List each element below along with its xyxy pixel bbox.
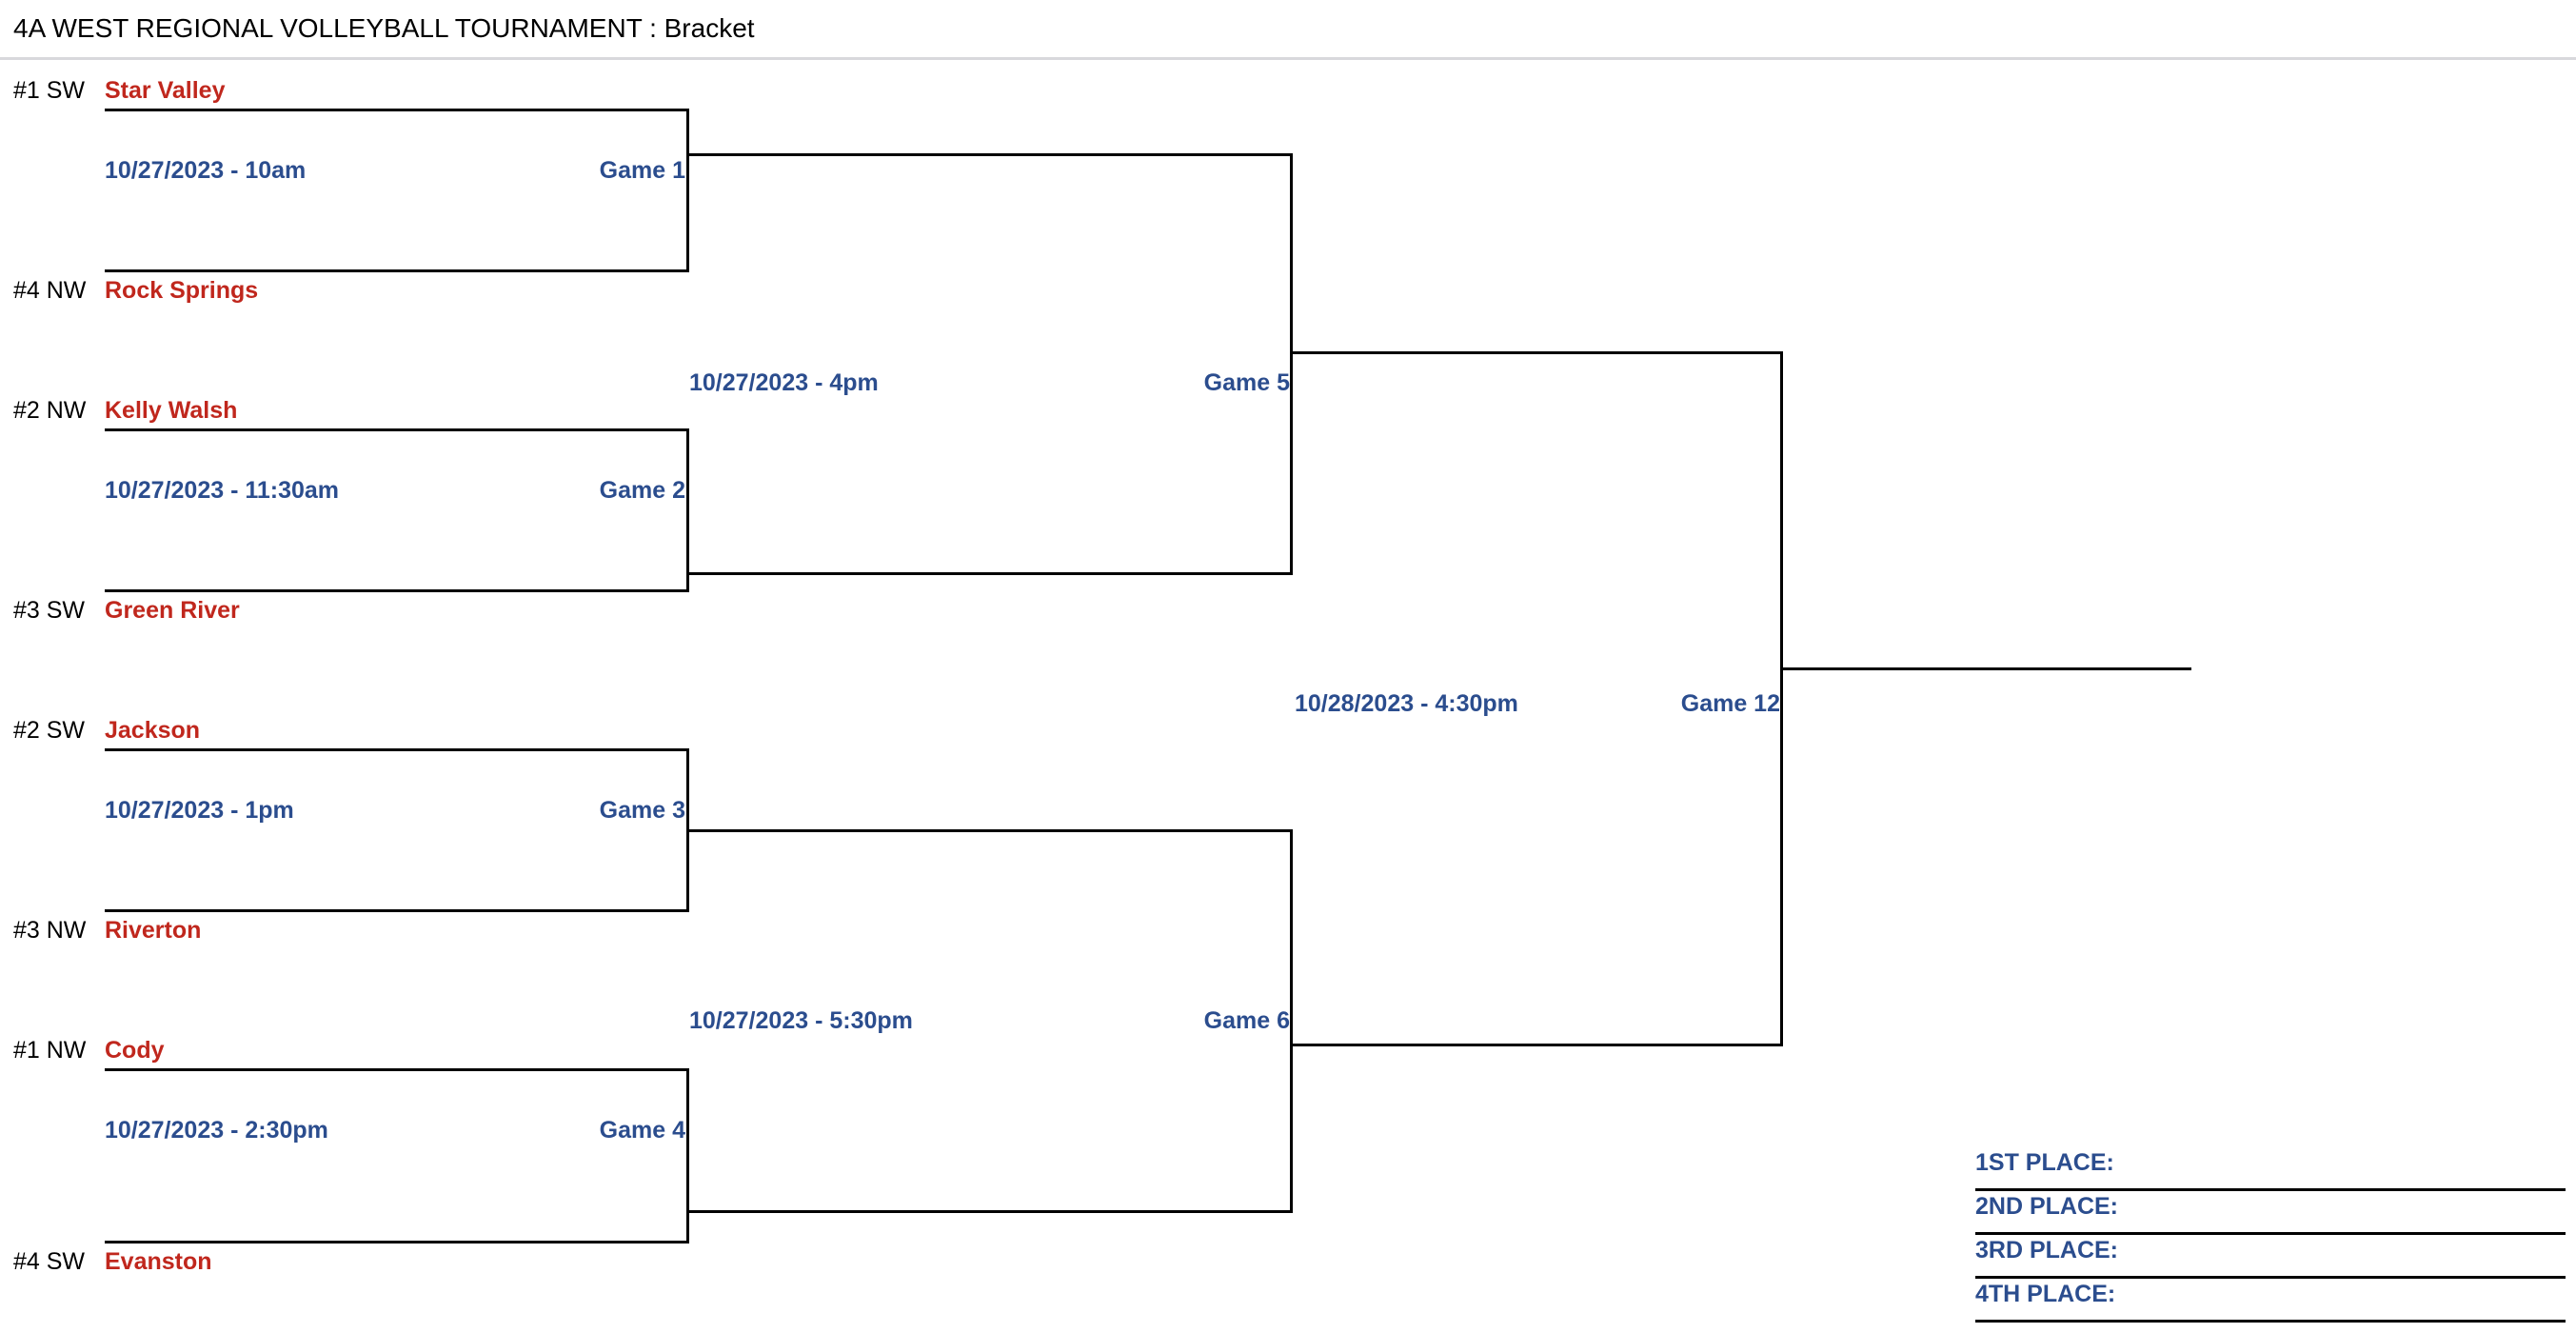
game-5-top-feed	[686, 153, 1293, 156]
team-cody[interactable]: Cody	[105, 1037, 165, 1064]
slot-line-riverton	[105, 909, 689, 912]
game-12-label: Game 12	[1680, 690, 1780, 717]
placement-value-1st[interactable]	[2156, 1147, 2566, 1188]
game-6-bottom-feed	[686, 1210, 1293, 1213]
placement-label-1st: 1ST PLACE:	[1975, 1149, 2114, 1176]
seed-evanston: #4 SW	[13, 1248, 86, 1275]
slot-line-kelly-walsh	[105, 428, 689, 431]
game-2-connector	[686, 428, 689, 592]
game-12-date: 10/28/2023 - 4:30pm	[1295, 690, 1518, 717]
game-4-connector	[686, 1068, 689, 1243]
game-5-connector	[1290, 153, 1293, 575]
final-bottom-feed	[1290, 1044, 1783, 1046]
placement-value-3rd[interactable]	[2156, 1235, 2566, 1276]
game-1-label: Game 1	[599, 157, 685, 184]
slot-line-green-river	[105, 589, 689, 592]
game-6-top-feed	[686, 829, 1293, 832]
title-bar: 4A WEST REGIONAL VOLLEYBALL TOURNAMENT :…	[0, 0, 2576, 57]
bracket-canvas: #1 SW Star Valley 10/27/2023 - 10am Game…	[0, 60, 2576, 1333]
game-6-connector	[1290, 829, 1293, 1213]
seed-green-river: #3 SW	[13, 597, 86, 624]
game-4-label: Game 4	[599, 1117, 685, 1144]
slot-line-rock-springs	[105, 269, 689, 272]
team-green-river[interactable]: Green River	[105, 597, 240, 624]
seed-kelly-walsh: #2 NW	[13, 397, 87, 424]
team-kelly-walsh[interactable]: Kelly Walsh	[105, 397, 238, 424]
placement-row-4th: 4TH PLACE:	[1975, 1279, 2566, 1323]
seed-cody: #1 NW	[13, 1037, 87, 1064]
page-title: 4A WEST REGIONAL VOLLEYBALL TOURNAMENT :…	[13, 13, 755, 43]
team-riverton[interactable]: Riverton	[105, 917, 202, 944]
game-5-label: Game 5	[1203, 369, 1290, 396]
placement-results: 1ST PLACE: 2ND PLACE: 3RD PLACE: 4TH PLA…	[1975, 1147, 2566, 1323]
team-rock-springs[interactable]: Rock Springs	[105, 277, 259, 304]
placement-label-3rd: 3RD PLACE:	[1975, 1237, 2119, 1263]
placement-value-2nd[interactable]	[2156, 1191, 2566, 1232]
game-2-label: Game 2	[599, 477, 685, 504]
team-evanston[interactable]: Evanston	[105, 1248, 212, 1275]
seed-star-valley: #1 SW	[13, 77, 86, 104]
final-connector	[1780, 351, 1783, 1046]
slot-line-jackson	[105, 748, 689, 751]
team-jackson[interactable]: Jackson	[105, 717, 201, 744]
game-2-date: 10/27/2023 - 11:30am	[105, 477, 340, 504]
game-3-label: Game 3	[599, 797, 685, 824]
champion-line	[1780, 667, 2191, 670]
final-top-feed	[1290, 351, 1783, 354]
team-star-valley[interactable]: Star Valley	[105, 77, 226, 104]
placement-value-4th[interactable]	[2156, 1279, 2566, 1320]
placement-row-2nd: 2ND PLACE:	[1975, 1191, 2566, 1235]
game-6-date: 10/27/2023 - 5:30pm	[689, 1007, 913, 1034]
seed-jackson: #2 SW	[13, 717, 86, 744]
game-5-date: 10/27/2023 - 4pm	[689, 369, 879, 396]
game-4-date: 10/27/2023 - 2:30pm	[105, 1117, 328, 1144]
game-1-connector	[686, 109, 689, 272]
placement-row-3rd: 3RD PLACE:	[1975, 1235, 2566, 1279]
slot-line-cody	[105, 1068, 689, 1071]
placement-row-1st: 1ST PLACE:	[1975, 1147, 2566, 1191]
placement-label-4th: 4TH PLACE:	[1975, 1281, 2116, 1307]
seed-riverton: #3 NW	[13, 917, 87, 944]
placement-label-2nd: 2ND PLACE:	[1975, 1193, 2119, 1220]
title-divider	[0, 57, 2576, 60]
slot-line-star-valley	[105, 109, 689, 111]
game-6-label: Game 6	[1203, 1007, 1290, 1034]
game-1-date: 10/27/2023 - 10am	[105, 157, 307, 184]
slot-line-evanston	[105, 1241, 689, 1243]
game-5-bottom-feed	[686, 572, 1293, 575]
seed-rock-springs: #4 NW	[13, 277, 87, 304]
game-3-date: 10/27/2023 - 1pm	[105, 797, 294, 824]
